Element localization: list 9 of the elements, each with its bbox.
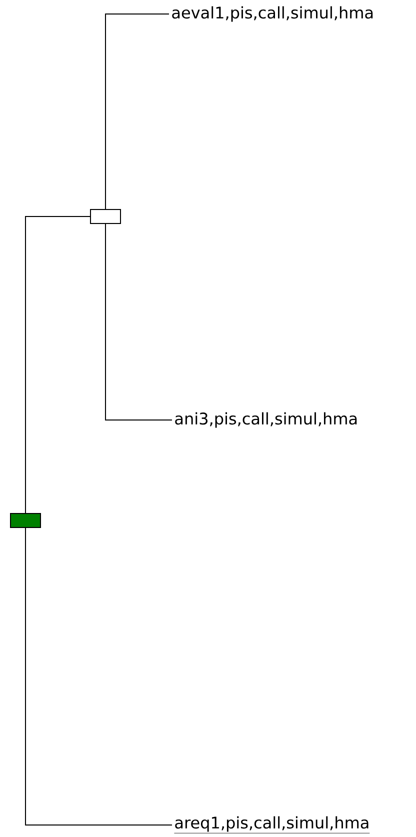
leaf-label: areq1,pis,call,simul,hma bbox=[174, 816, 370, 834]
leaf-label: aeval1,pis,call,simul,hma bbox=[172, 6, 373, 22]
tree-branch-line bbox=[105, 224, 172, 420]
cluster-node-box bbox=[90, 209, 121, 224]
cluster-node-box bbox=[10, 513, 41, 528]
tree-branch-line bbox=[25, 216, 90, 514]
tree-branch-line bbox=[25, 528, 172, 826]
leaf-label: ani3,pis,call,simul,hma bbox=[175, 412, 357, 428]
tree-branch-line bbox=[105, 14, 170, 210]
